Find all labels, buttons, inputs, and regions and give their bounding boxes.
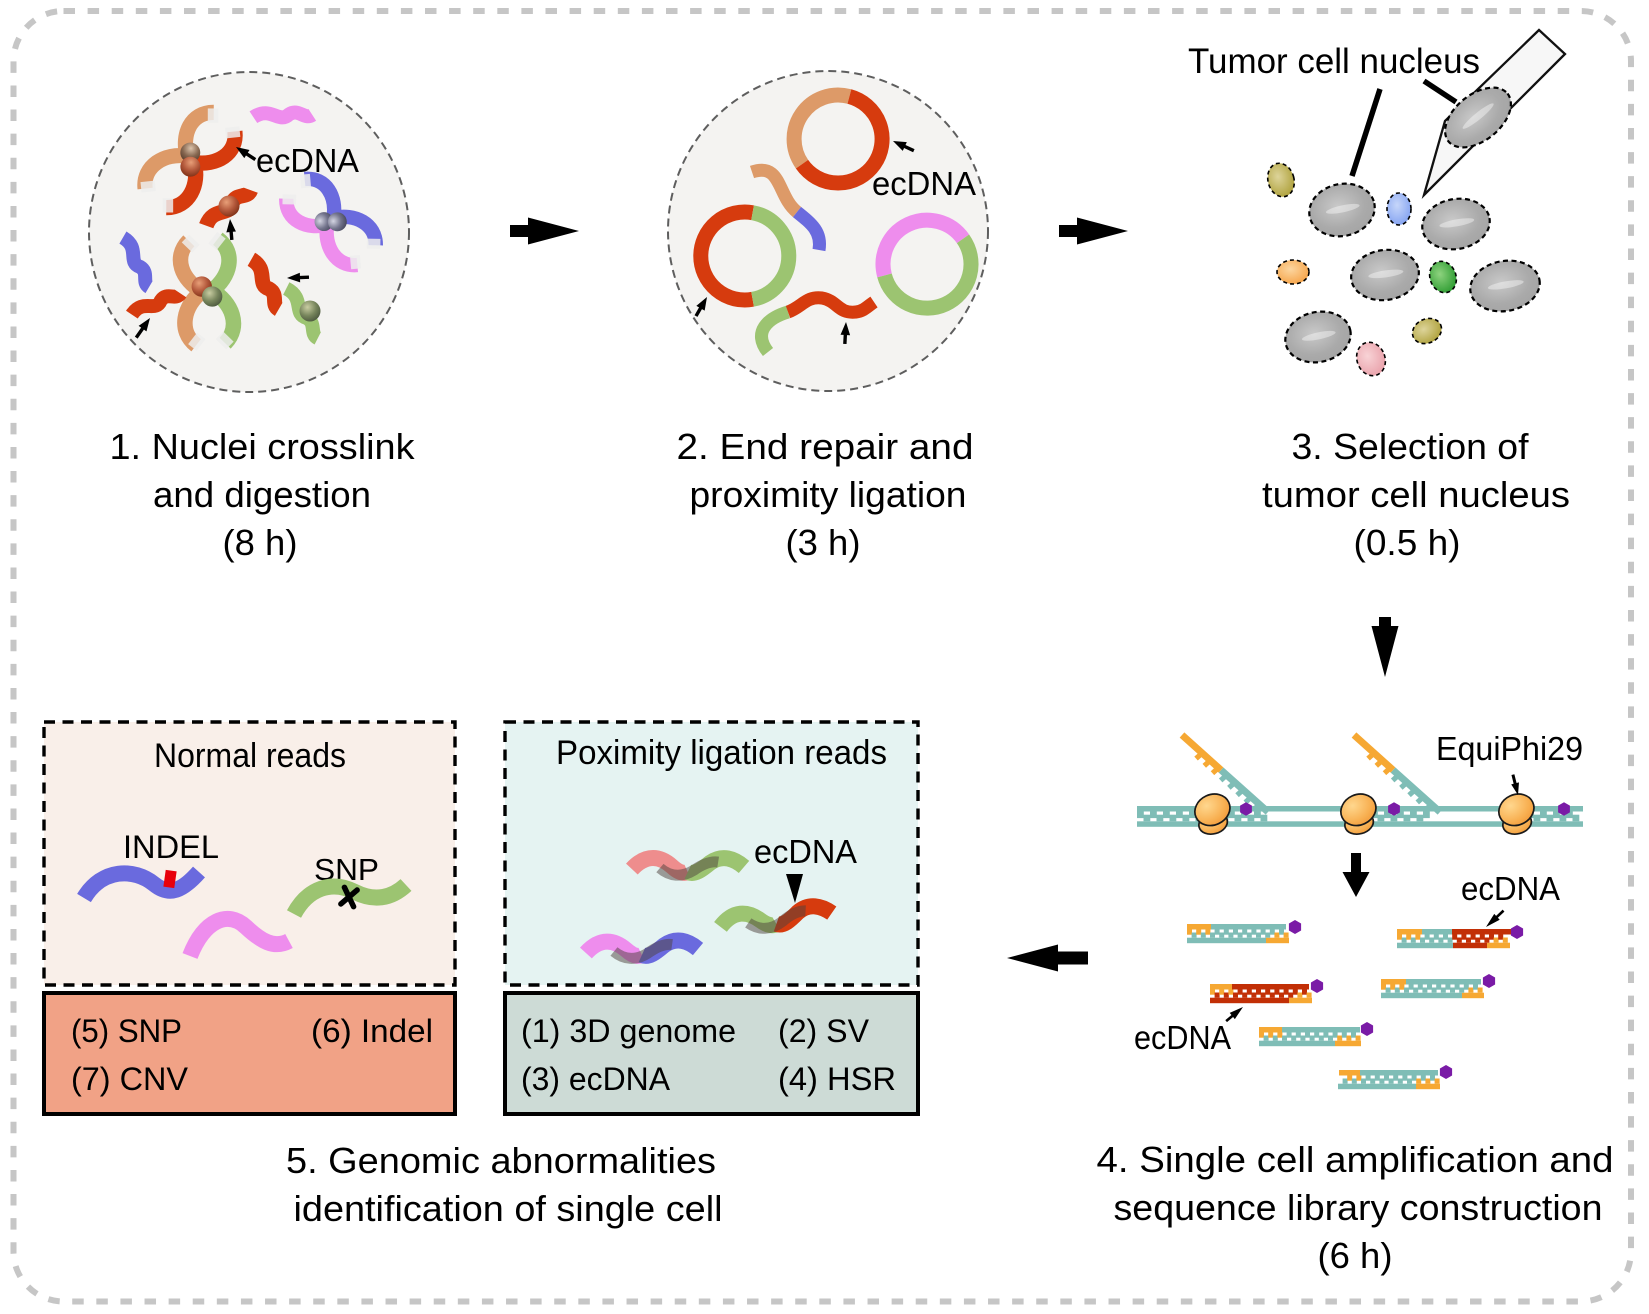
svg-text:EquiPhi29: EquiPhi29 xyxy=(1436,730,1583,767)
svg-text:(3 h): (3 h) xyxy=(786,522,861,563)
svg-text:(1) 3D genome: (1) 3D genome xyxy=(521,1013,736,1049)
svg-text:INDEL: INDEL xyxy=(123,829,219,865)
svg-text:(3) ecDNA: (3) ecDNA xyxy=(521,1061,671,1097)
svg-text:(6) Indel: (6) Indel xyxy=(311,1013,433,1049)
svg-text:Poximity ligation reads: Poximity ligation reads xyxy=(556,734,887,772)
svg-text:2. End repair and: 2. End repair and xyxy=(677,426,974,467)
svg-text:(8 h): (8 h) xyxy=(223,522,298,563)
svg-text:5. Genomic abnormalities: 5. Genomic abnormalities xyxy=(286,1140,716,1181)
svg-text:4. Single cell amplification a: 4. Single cell amplification and xyxy=(1097,1139,1614,1180)
svg-text:ecDNA: ecDNA xyxy=(754,833,857,870)
svg-text:(2) SV: (2) SV xyxy=(778,1013,870,1049)
svg-text:(7) CNV: (7) CNV xyxy=(71,1061,189,1097)
svg-text:(4) HSR: (4) HSR xyxy=(778,1061,896,1097)
svg-text:ecDNA: ecDNA xyxy=(1134,1019,1231,1056)
svg-text:1. Nuclei crosslink: 1. Nuclei crosslink xyxy=(110,426,416,467)
svg-text:and digestion: and digestion xyxy=(153,474,371,515)
svg-text:(6 h): (6 h) xyxy=(1318,1235,1393,1276)
svg-text:Tumor cell nucleus: Tumor cell nucleus xyxy=(1188,42,1480,81)
svg-text:sequence library construction: sequence library construction xyxy=(1114,1187,1603,1228)
svg-text:3. Selection of: 3. Selection of xyxy=(1292,426,1530,467)
svg-text:ecDNA: ecDNA xyxy=(872,165,976,202)
svg-text:tumor cell nucleus: tumor cell nucleus xyxy=(1262,474,1570,515)
svg-text:ecDNA: ecDNA xyxy=(256,142,359,179)
svg-text:ecDNA: ecDNA xyxy=(1461,870,1560,907)
svg-text:(5) SNP: (5) SNP xyxy=(71,1013,182,1049)
svg-text:identification of single cell: identification of single cell xyxy=(294,1188,723,1229)
svg-text:proximity ligation: proximity ligation xyxy=(690,474,967,515)
svg-text:Normal reads: Normal reads xyxy=(154,737,346,775)
svg-text:(0.5 h): (0.5 h) xyxy=(1354,522,1461,563)
